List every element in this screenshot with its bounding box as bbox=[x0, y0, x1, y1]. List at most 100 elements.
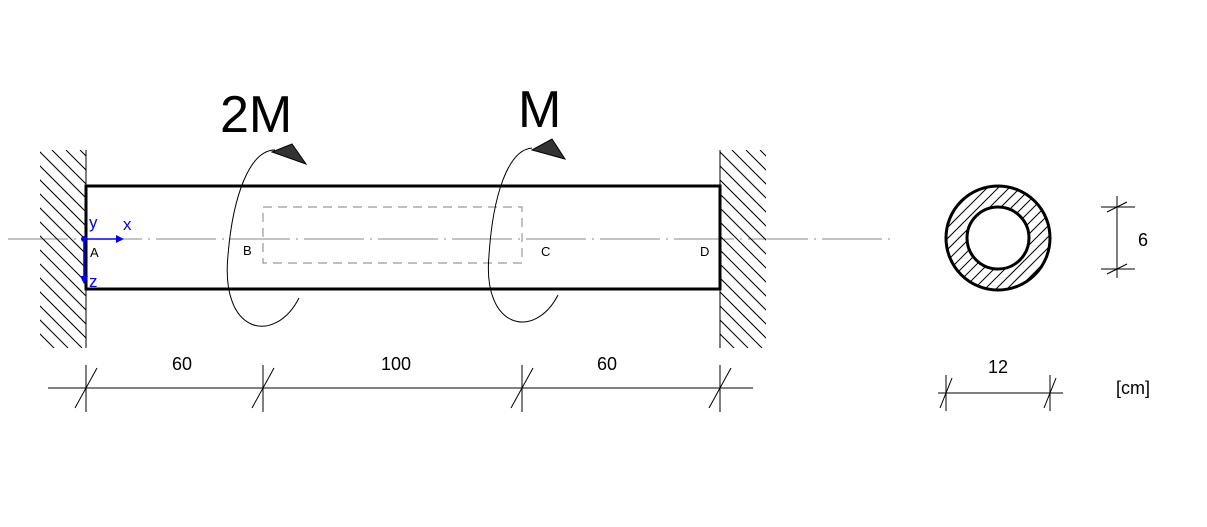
section-hatch-line bbox=[946, 186, 1018, 291]
hatch-line bbox=[720, 277, 766, 325]
hatch-line bbox=[40, 235, 86, 283]
hatch-line bbox=[94, 150, 292, 348]
moment-m-arrowhead bbox=[530, 138, 567, 160]
section-diameter-label: 12 bbox=[988, 357, 1008, 377]
hatch-line bbox=[720, 291, 766, 339]
hatch-line bbox=[720, 347, 721, 348]
units-label: [cm] bbox=[1116, 378, 1150, 398]
point-b-label: B bbox=[243, 243, 252, 258]
hatch-line bbox=[720, 235, 766, 283]
section-hatch-line bbox=[973, 186, 1051, 291]
moment-2m-curl bbox=[226, 143, 308, 327]
section-hatch-line bbox=[1139, 180, 1207, 300]
section-hatch-line bbox=[1106, 180, 1207, 300]
hatch-line bbox=[40, 347, 41, 348]
section-hatch-line bbox=[1051, 180, 1171, 300]
point-d-label: D bbox=[700, 244, 709, 259]
z-axis-label: z bbox=[89, 272, 98, 291]
section-hatch-line bbox=[946, 186, 952, 291]
section-hatch-line bbox=[946, 186, 1051, 291]
hatch-line bbox=[731, 150, 766, 185]
section-hatch-line bbox=[946, 186, 1007, 291]
section-hatch-line bbox=[1062, 180, 1182, 300]
hatch-line bbox=[900, 150, 1098, 348]
section-hatch-line bbox=[1095, 180, 1207, 300]
section-hatch-line bbox=[1161, 180, 1207, 300]
hatch-line bbox=[136, 150, 334, 348]
moment-2m-label: 2M bbox=[220, 86, 292, 144]
hatch-line bbox=[816, 150, 1014, 348]
section-hatch-line bbox=[1117, 180, 1207, 300]
hatch-line bbox=[40, 179, 86, 227]
section-hatch-line bbox=[1028, 186, 1051, 291]
section-height-label: 6 bbox=[1138, 230, 1148, 250]
hatch-line bbox=[40, 277, 86, 325]
hatch-line bbox=[844, 150, 1042, 348]
section-hatch-line bbox=[946, 186, 963, 291]
hatch-line bbox=[40, 305, 83, 348]
section-hatch-line bbox=[995, 186, 1051, 291]
hatch-line bbox=[745, 150, 766, 171]
hatch-line bbox=[720, 165, 766, 213]
hatch-line bbox=[720, 319, 749, 348]
hatch-line bbox=[720, 221, 766, 269]
hatch-line bbox=[234, 150, 432, 348]
hatch-line bbox=[720, 305, 763, 348]
section-hatch-line bbox=[946, 186, 996, 291]
hatch-line bbox=[262, 150, 460, 348]
coordinate-axes bbox=[80, 235, 124, 284]
section-hatch-line bbox=[820, 180, 940, 300]
hatch-line bbox=[759, 150, 766, 157]
section-hatch-line bbox=[1017, 186, 1051, 291]
hatch-line bbox=[178, 150, 376, 348]
hatch-line bbox=[720, 179, 766, 227]
hatch-line bbox=[248, 150, 446, 348]
hatch-line bbox=[40, 151, 86, 199]
hatch-line bbox=[40, 291, 86, 339]
length-dimension-line bbox=[48, 365, 753, 412]
moment-m-label: M bbox=[518, 81, 561, 139]
hatch-line bbox=[886, 150, 1084, 348]
dimension-ab-label: 60 bbox=[172, 354, 192, 374]
right-fixed-support bbox=[719, 150, 1140, 348]
point-c-label: C bbox=[541, 244, 550, 259]
cross-section bbox=[820, 180, 1207, 300]
section-hatch-line bbox=[1150, 180, 1207, 300]
moment-2m-arrowhead bbox=[270, 143, 308, 165]
hatch-line bbox=[206, 150, 404, 348]
section-hatch-line bbox=[1073, 180, 1193, 300]
point-a-label: A bbox=[90, 245, 99, 260]
y-axis-label: y bbox=[89, 213, 98, 232]
hidden-section-outline bbox=[262, 206, 523, 264]
section-height-dimension bbox=[1101, 196, 1135, 278]
section-hatch-line bbox=[946, 186, 974, 291]
x-axis-label: x bbox=[123, 215, 132, 234]
hatch-line bbox=[40, 263, 86, 311]
section-hatch-line bbox=[1172, 180, 1207, 300]
hatch-line bbox=[942, 150, 1140, 348]
hatch-line bbox=[830, 150, 1028, 348]
dimension-cd-label: 60 bbox=[597, 354, 617, 374]
hatch-line bbox=[788, 150, 986, 348]
hatch-line bbox=[872, 150, 1070, 348]
hatch-line bbox=[40, 333, 55, 348]
hatch-line bbox=[40, 319, 69, 348]
dimension-bc-label: 100 bbox=[381, 354, 411, 374]
z-axis-arrowhead bbox=[80, 276, 88, 284]
hatch-line bbox=[122, 150, 320, 348]
hatch-line bbox=[914, 150, 1112, 348]
moment-m-curl bbox=[487, 138, 567, 323]
beam-body bbox=[84, 184, 722, 291]
hatch-line bbox=[720, 151, 766, 199]
section-diameter-dimension bbox=[938, 375, 1063, 411]
hatch-line bbox=[108, 150, 306, 348]
hatch-line bbox=[40, 207, 86, 255]
hatch-line bbox=[40, 221, 86, 269]
section-hatch-line bbox=[946, 186, 1040, 291]
hatch-line bbox=[192, 150, 390, 348]
hatch-line bbox=[51, 150, 86, 185]
section-hatch-line bbox=[984, 186, 1051, 291]
hatch-line bbox=[40, 165, 86, 213]
left-fixed-support bbox=[40, 150, 460, 348]
